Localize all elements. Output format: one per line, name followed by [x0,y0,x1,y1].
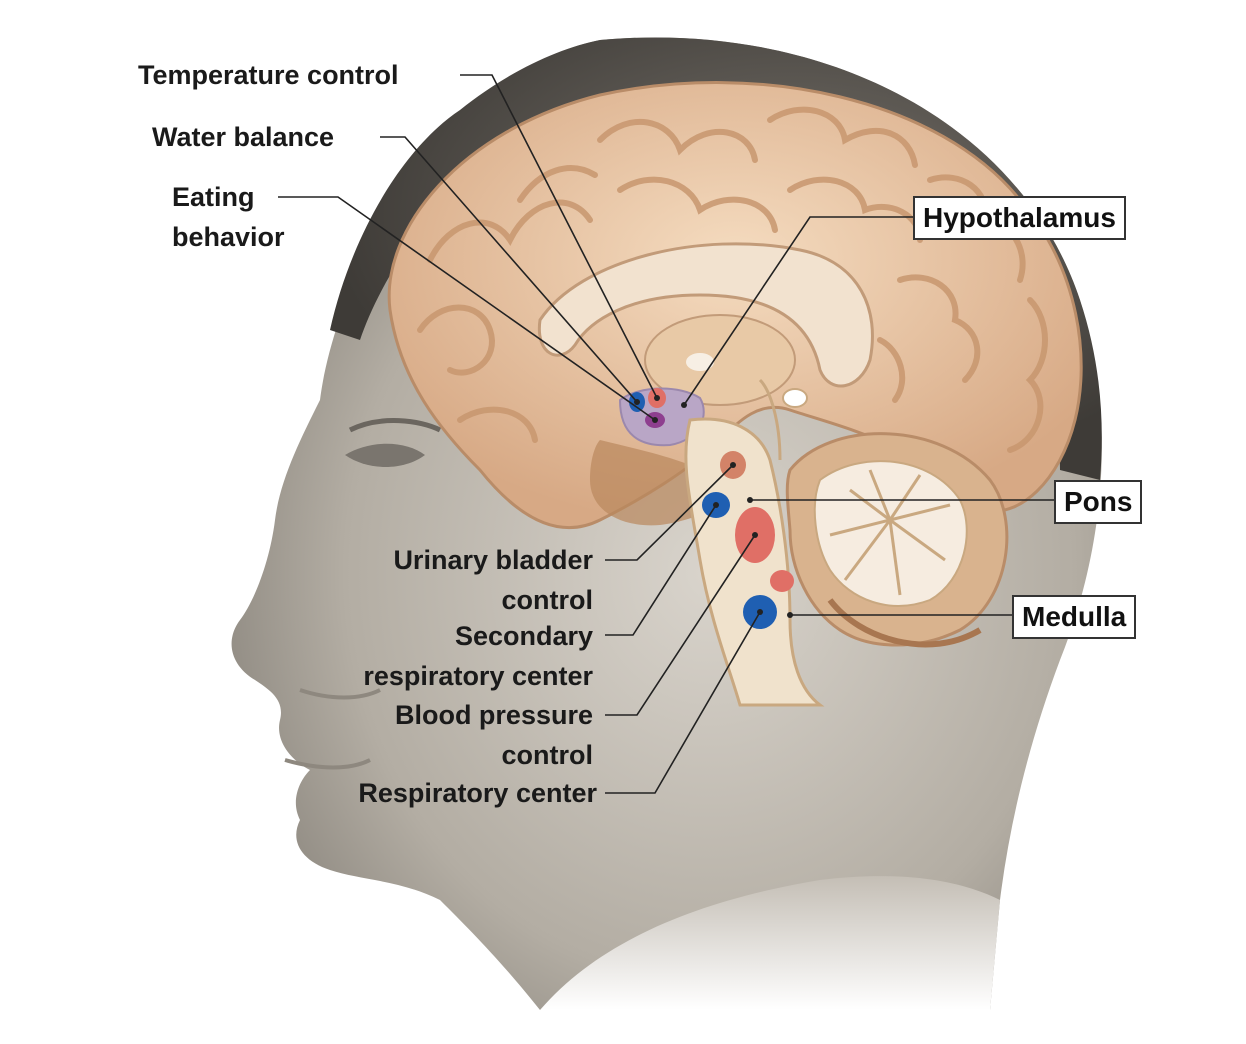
region-label-hypothalamus: Hypothalamus [913,196,1126,240]
label-secondary-respiratory-center: Secondary respiratory center [363,621,593,691]
label-blood-pressure-control: Blood pressure control [394,700,593,770]
label-respiratory-center: Respiratory center [358,778,597,808]
leader-dots [634,395,793,618]
brain-cortex [387,81,1083,530]
label-urinary-bladder-control: Urinary bladder control [393,545,593,615]
cerebellum [785,432,1009,648]
leader-lines [278,74,1055,794]
secondary-red-center [770,570,794,592]
label-eating-behavior: Eating behavior [172,182,285,252]
label-temperature-control: Temperature control [138,60,399,90]
label-water-balance: Water balance [152,122,335,152]
region-label-pons: Pons [1054,480,1143,524]
region-label-medulla: Medulla [1012,595,1137,639]
